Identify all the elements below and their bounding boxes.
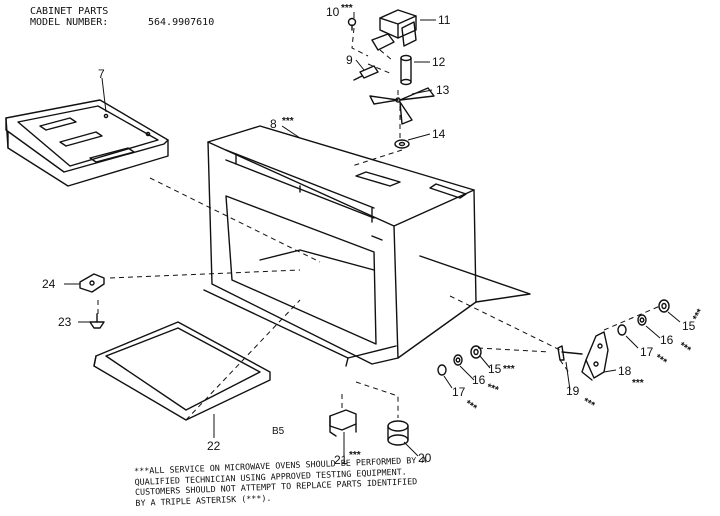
callout-17-center: 17 (452, 385, 466, 399)
part-15-nut-center[interactable] (470, 345, 482, 359)
callout-18: 18 (618, 364, 632, 378)
model-number-value: 564.9907610 (148, 17, 215, 28)
callout-10: 10 (326, 5, 340, 19)
callout-17-right-asterisk: *** (653, 352, 669, 368)
part-12-shaft[interactable] (400, 54, 412, 86)
part-21-bracket[interactable] (329, 409, 357, 437)
diagram-code-label: B5 (272, 426, 285, 437)
part-19-screw[interactable] (557, 345, 583, 361)
callout-15-right-asterisk: *** (691, 307, 706, 323)
part-17-lockwasher-right[interactable] (617, 324, 627, 336)
callout-15-center-asterisk: *** (503, 364, 515, 375)
callout-22: 22 (207, 439, 221, 453)
callout-17-right: 17 (640, 345, 654, 359)
callout-21-asterisk: *** (349, 450, 361, 461)
part-18-bracket[interactable] (581, 331, 609, 381)
callout-19: 19 (566, 384, 580, 398)
part-17-lockwasher-center[interactable] (437, 364, 447, 376)
part-16-washer-center[interactable] (453, 354, 463, 366)
callout-14: 14 (432, 127, 446, 141)
callout-21: 21 (334, 453, 348, 467)
callout-8-asterisk: *** (282, 116, 294, 127)
part-13-stirrer-fan[interactable] (369, 87, 435, 125)
callout-16-center-asterisk: *** (485, 382, 500, 396)
diagram-title: CABINET PARTS (30, 6, 109, 17)
part-16-washer-right[interactable] (637, 314, 647, 326)
callout-7: 7 (98, 67, 105, 81)
callout-16-right: 16 (660, 333, 674, 347)
callout-16-right-asterisk: *** (677, 340, 693, 356)
part-24-clip[interactable] (79, 273, 105, 293)
model-number-label: MODEL NUMBER: (30, 17, 109, 28)
callout-16-center: 16 (472, 373, 486, 387)
part-11-switch[interactable] (371, 9, 417, 51)
part-14-nut[interactable] (394, 139, 410, 149)
part-15-nut-right[interactable] (658, 299, 670, 313)
part-23-screw[interactable] (89, 313, 105, 329)
callout-13: 13 (436, 83, 450, 97)
callout-8: 8 (270, 117, 277, 131)
callout-11: 11 (438, 13, 451, 27)
callout-23: 23 (58, 315, 72, 329)
callout-15-right: 15 (682, 319, 696, 333)
part-20-foot[interactable] (387, 420, 409, 446)
callout-17-center-asterisk: *** (463, 398, 479, 414)
callout-9: 9 (346, 53, 353, 67)
callout-10-asterisk: *** (341, 3, 353, 14)
part-22-tray[interactable] (93, 321, 271, 421)
callout-24: 24 (42, 277, 56, 291)
part-8-cabinet[interactable] (203, 125, 531, 367)
part-7-top-tray[interactable] (5, 99, 169, 187)
callout-15-center: 15 (488, 362, 502, 376)
callout-19-asterisk: *** (581, 396, 597, 411)
callout-12: 12 (432, 55, 446, 69)
part-10-screw[interactable] (347, 17, 357, 31)
callout-20: 20 (418, 451, 432, 465)
part-9-screw[interactable] (353, 65, 379, 81)
callout-18-asterisk: *** (632, 378, 644, 389)
